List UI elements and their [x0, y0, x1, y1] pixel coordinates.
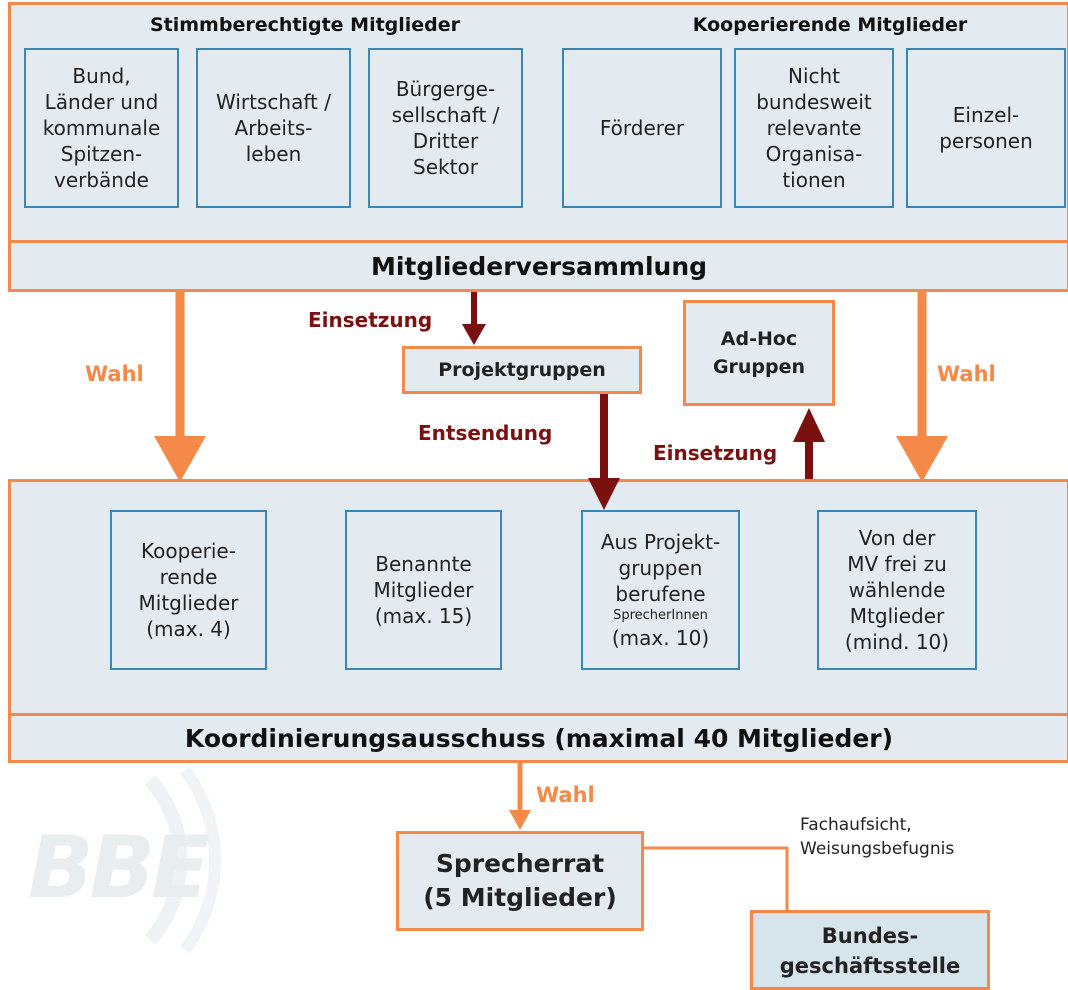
committee-box-projektgruppen: Aus Projekt- gruppen berufene SprecherIn… — [581, 510, 740, 670]
committee-box-benannte: Benannte Mitglieder (max. 15) — [345, 510, 502, 670]
wahl-right-arrow — [896, 292, 948, 482]
entsendung-label: Entsendung — [418, 421, 553, 445]
logo-text: BBE — [28, 818, 210, 918]
koordinierungsausschuss-bar: Koordinierungsausschuss (maximal 40 Mitg… — [184, 724, 894, 753]
member-box-bund: Bund, Länder und kommunale Spitzen- verb… — [24, 48, 179, 208]
fachaufsicht-note: Fachaufsicht, Weisungsbefugnis — [800, 815, 955, 859]
member-box-wirtschaft: Wirtschaft / Arbeits- leben — [196, 48, 351, 208]
einsetzung-projektgruppen-arrow — [462, 292, 486, 345]
member-box-nicht-bundesweit: Nicht bundesweit relevante Organisa- tio… — [734, 48, 894, 208]
einsetzung-adhoc-label: Einsetzung — [653, 441, 778, 465]
einsetzung-adhoc-arrow — [793, 408, 825, 479]
wahl-bottom-arrow — [509, 763, 531, 830]
einsetzung-projektgruppen-label: Einsetzung — [308, 308, 433, 332]
wahl-left-arrow — [154, 292, 206, 482]
committee-box-kooperierende: Kooperie- rende Mitglieder (max. 4) — [110, 510, 267, 670]
member-box-foerderer: Förderer — [562, 48, 722, 208]
committee-box-projektgruppen-small: SprecherInnen — [613, 608, 708, 623]
supervision-connector — [644, 846, 789, 910]
bbe-logo: BBE — [0, 760, 260, 960]
wahl-right-label: Wahl — [937, 362, 996, 386]
mitgliederversammlung-bar: Mitgliederversammlung — [370, 251, 708, 281]
wahl-bottom-label: Wahl — [536, 783, 595, 807]
projektgruppen-box: Projektgruppen — [402, 346, 642, 394]
wahl-left-label: Wahl — [85, 362, 144, 386]
member-box-einzelpersonen: Einzel- personen — [906, 48, 1066, 208]
committee-box-projektgruppen-main: Aus Projekt- gruppen berufene — [600, 530, 721, 606]
entsendung-arrow — [588, 394, 620, 510]
committee-box-projektgruppen-tail: (max. 10) — [611, 626, 710, 650]
logo-waves-icon — [144, 766, 221, 954]
adhoc-gruppen-box: Ad-Hoc Gruppen — [683, 300, 835, 406]
sprecherrat-box: Sprecherrat (5 Mitglieder) — [396, 831, 644, 931]
member-box-buergergesellschaft: Bürgerge- sellschaft / Dritter Sektor — [368, 48, 523, 208]
cooperating-members-heading: Kooperierende Mitglieder — [692, 14, 968, 36]
committee-box-mv-frei: Von der MV frei zu wählende Mtglieder (m… — [817, 510, 977, 670]
voting-members-heading: Stimmberechtigte Mitglieder — [149, 14, 461, 36]
